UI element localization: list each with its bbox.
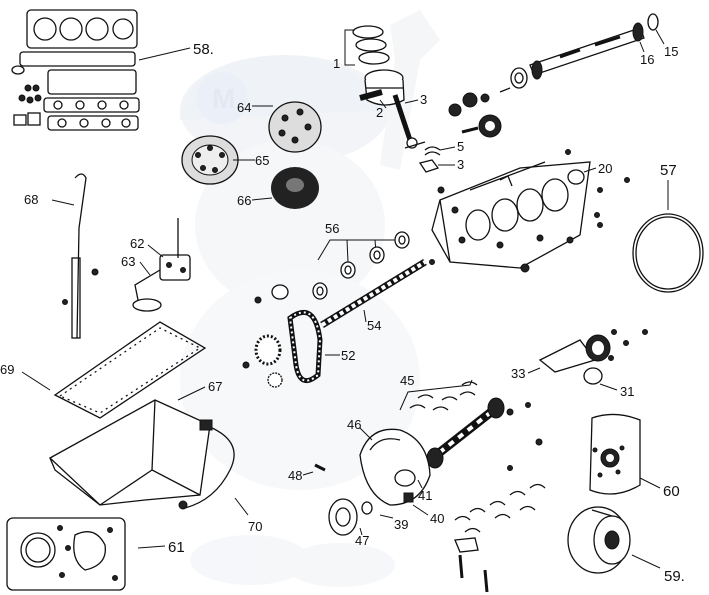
oil-pan-gasket [21,321,207,419]
callout-45: 45 [400,373,414,388]
callout-68: 68 [24,192,38,207]
harmonic-balancer [302,463,429,536]
callout-58: 58. [193,41,214,58]
callout-16: 16 [640,52,654,67]
callout-52: 52 [341,348,355,363]
oil-pan [48,386,211,510]
callout-65: 65 [255,153,269,168]
callout-57: 57 [660,162,677,179]
torque-converter [567,506,661,574]
callout-40: 40 [430,511,444,526]
piston-assembly [344,25,426,149]
rear-seal-housing [527,329,648,391]
callout-63: 63 [121,254,135,269]
timing-gasket-set [6,517,166,591]
callout-3b: 3 [457,157,464,172]
dipstick [51,173,99,339]
callout-64: 64 [237,100,251,115]
callout-31: 31 [620,384,634,399]
camshaft [254,259,427,328]
callout-69: 69 [0,362,14,377]
callout-56: 56 [325,221,339,236]
callout-15: 15 [664,44,678,59]
callout-46: 46 [347,417,361,432]
oil-line [184,419,249,516]
oil-pump [132,218,191,312]
callout-3: 3 [420,92,427,107]
callout-41: 41 [418,488,432,503]
rod-bearings [418,146,456,194]
callout-33: 33 [511,366,525,381]
watermark-cap-letter: M [212,83,235,114]
rear-seal-ring [632,180,704,293]
callout-61: 61 [168,539,185,556]
cam-bearings [312,231,410,300]
callout-66: 66 [237,193,251,208]
shaft-assembly [448,13,665,138]
callout-2: 2 [376,105,383,120]
callout-70: 70 [248,519,262,534]
timing-cover [359,427,431,506]
callout-5: 5 [457,139,464,154]
callout-1: 1 [333,56,340,71]
callout-47: 47 [355,533,369,548]
damper-pulleys [181,101,322,209]
callout-20: 20 [598,161,612,176]
callout-54: 54 [367,318,381,333]
bearing-caps [454,438,546,593]
engine-block [429,149,630,273]
crankshaft [426,397,531,469]
callout-59: 59. [664,568,685,585]
callout-62: 62 [130,236,144,251]
flexplate [589,413,661,495]
callout-39: 39 [394,517,408,532]
gasket-set [11,9,191,131]
callout-60: 60 [663,483,680,500]
callout-48: 48 [288,468,302,483]
timing-chain [242,310,340,388]
callout-67: 67 [208,379,222,394]
main-bearings [399,379,478,411]
